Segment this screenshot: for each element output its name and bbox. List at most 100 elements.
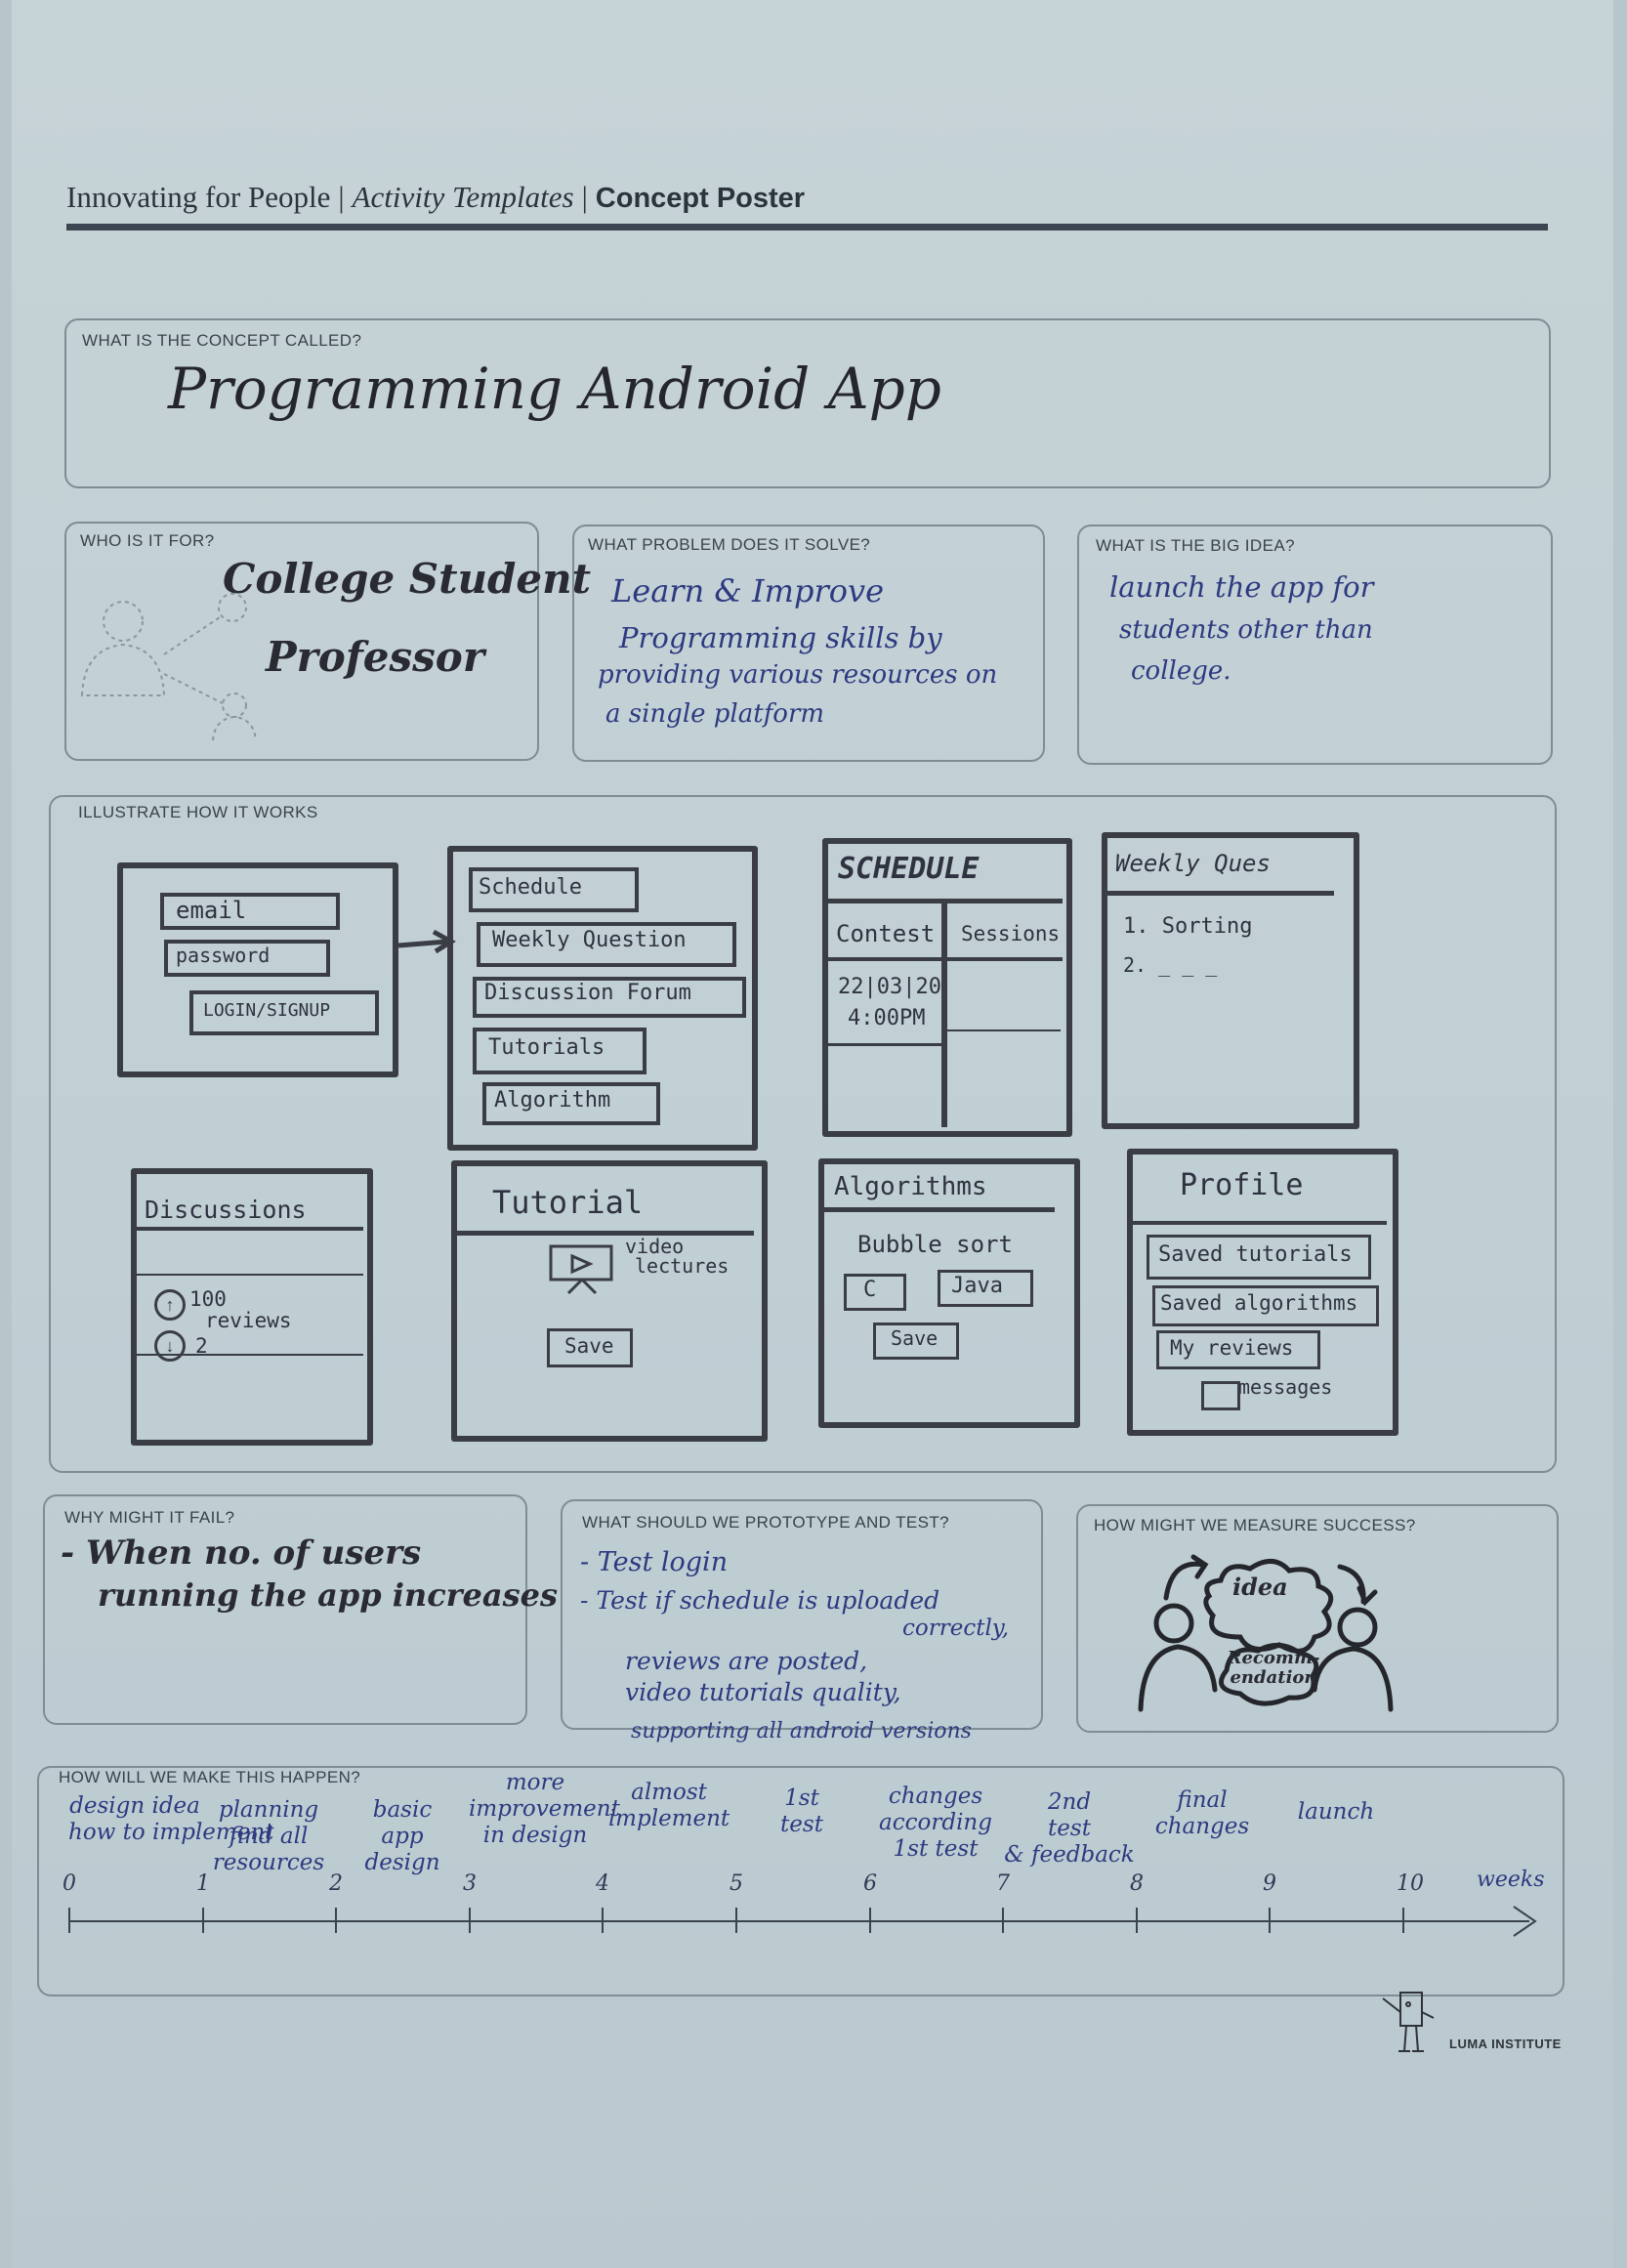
weekly-screen-sketch — [1102, 832, 1359, 1129]
schedule-time: 4:00PM — [848, 1006, 926, 1030]
concept-label: WHAT IS THE CONCEPT CALLED? — [82, 331, 362, 350]
profile-item-algorithms — [1152, 1285, 1379, 1326]
timeline-phase-line: test — [1048, 1816, 1091, 1841]
prototype-line-5: video tutorials quality, — [625, 1678, 901, 1706]
login-screen-sketch — [117, 862, 398, 1077]
timeline-phase-line: according — [879, 1810, 992, 1835]
timeline-week-number: 7 — [996, 1871, 1010, 1896]
timeline-week-number: 9 — [1263, 1871, 1276, 1896]
login-button-sketch — [189, 990, 379, 1035]
prototype-box — [561, 1499, 1043, 1730]
timeline-tick — [68, 1908, 70, 1933]
problem-line-2: Programming skills by — [619, 621, 942, 654]
profile-screen-sketch — [1127, 1149, 1398, 1436]
timeline-week-number: 1 — [196, 1871, 210, 1896]
password-field-sketch — [164, 940, 330, 977]
timeline-tick — [602, 1908, 604, 1933]
weekly-title: Weekly Ques — [1115, 850, 1271, 877]
timeline-phase-line: test — [780, 1812, 823, 1837]
timeline-phase-line: design idea — [69, 1793, 200, 1819]
timeline-phase-line: resources — [212, 1850, 325, 1875]
who-box — [64, 522, 539, 761]
discussions-line-2 — [137, 1274, 363, 1276]
concept-value: Programming Android App — [168, 356, 941, 422]
timeline-phase-line: planning — [218, 1797, 319, 1823]
prototype-line-6: supporting all android versions — [631, 1719, 972, 1743]
timeline-tick — [1136, 1908, 1138, 1933]
timeline-week-number: 4 — [596, 1871, 609, 1896]
downvote-icon: ↓ — [154, 1330, 186, 1362]
tutorial-screen-sketch — [451, 1160, 768, 1442]
timeline-week-number: 5 — [730, 1871, 743, 1896]
poster-title: Concept Poster — [595, 183, 806, 214]
reviews-text: reviews — [205, 1309, 292, 1332]
timeline-phase-line: basic — [372, 1797, 433, 1823]
timeline-tick — [869, 1908, 871, 1933]
timeline-phase-line: how to implement — [68, 1820, 274, 1845]
big-idea-line-2: students other than — [1119, 615, 1373, 645]
prototype-line-2: - Test if schedule is uploaded — [580, 1586, 940, 1615]
tutorial-title: Tutorial — [492, 1184, 644, 1221]
menu-item-forum-text: Discussion Forum — [484, 981, 691, 1005]
people-sharing-ideas-icon — [1138, 1554, 1394, 1712]
menu-item-schedule — [469, 867, 639, 912]
timeline-phase-line: find all — [229, 1824, 309, 1849]
timeline-week-number: 2 — [329, 1871, 343, 1896]
menu-item-weekly — [477, 922, 736, 967]
timeline-phase-line: improvement — [469, 1796, 620, 1822]
timeline-phase-line: more — [505, 1770, 565, 1795]
timeline-label: HOW WILL WE MAKE THIS HAPPEN? — [59, 1768, 361, 1786]
poster-header: Innovating for People|Activity Templates… — [66, 180, 806, 214]
illustrate-label: ILLUSTRATE HOW IT WORKS — [78, 803, 318, 821]
tutorial-save-text: Save — [564, 1334, 614, 1358]
language-java-button — [938, 1270, 1033, 1307]
timeline-tick — [1402, 1908, 1404, 1933]
weekly-item-1: 1. Sorting — [1123, 914, 1253, 939]
profile-item-tutorials — [1147, 1235, 1371, 1280]
timeline-phase-line: & feedback — [1004, 1842, 1135, 1868]
timeline-tick — [335, 1908, 337, 1933]
schedule-date: 22|03|20 — [838, 975, 941, 999]
timeline-week-number: 3 — [463, 1871, 477, 1896]
tutorial-save-button — [547, 1328, 633, 1367]
schedule-screen-sketch — [822, 838, 1072, 1137]
timeline-week-number: 0 — [63, 1871, 76, 1896]
algorithms-save-button — [873, 1323, 959, 1360]
fail-box — [43, 1494, 527, 1725]
algorithms-save-text: Save — [891, 1326, 939, 1350]
big-idea-line-3: college. — [1131, 656, 1231, 686]
email-field-text: email — [176, 897, 247, 924]
timeline-phase-line: implement — [607, 1806, 730, 1831]
measure-label: HOW MIGHT WE MEASURE SUCCESS? — [1094, 1516, 1416, 1534]
big-idea-line-1: launch the app for — [1109, 570, 1374, 604]
schedule-col-sessions: Sessions — [961, 922, 1061, 945]
who-label: WHO IS IT FOR? — [80, 531, 215, 550]
section-text: Activity Templates — [352, 180, 574, 214]
timeline-phase-line: almost — [631, 1780, 707, 1805]
menu-item-tutorials — [473, 1028, 647, 1074]
timeline-tick — [735, 1908, 737, 1933]
downvote-count: 2 — [195, 1334, 208, 1358]
concept-box — [64, 318, 1551, 488]
menu-item-tutorials-text: Tutorials — [488, 1035, 605, 1060]
profile-messages-text: messages — [1238, 1375, 1333, 1399]
menu-item-schedule-text: Schedule — [479, 875, 582, 900]
problem-line-4: a single platform — [605, 699, 825, 729]
timeline-phase-line: 2nd — [1047, 1789, 1092, 1815]
problem-label: WHAT PROBLEM DOES IT SOLVE? — [588, 535, 871, 554]
timeline-phase-line: 1st test — [893, 1836, 979, 1862]
weekly-header-line — [1107, 891, 1334, 896]
timeline-phase-line: changes — [1154, 1814, 1250, 1839]
timeline-phase-line: final — [1177, 1787, 1228, 1813]
schedule-row-line — [828, 957, 1063, 961]
menu-item-algorithm — [482, 1082, 660, 1125]
fail-line-2: running the app increases — [98, 1576, 559, 1614]
language-java-text: Java — [951, 1274, 1003, 1298]
